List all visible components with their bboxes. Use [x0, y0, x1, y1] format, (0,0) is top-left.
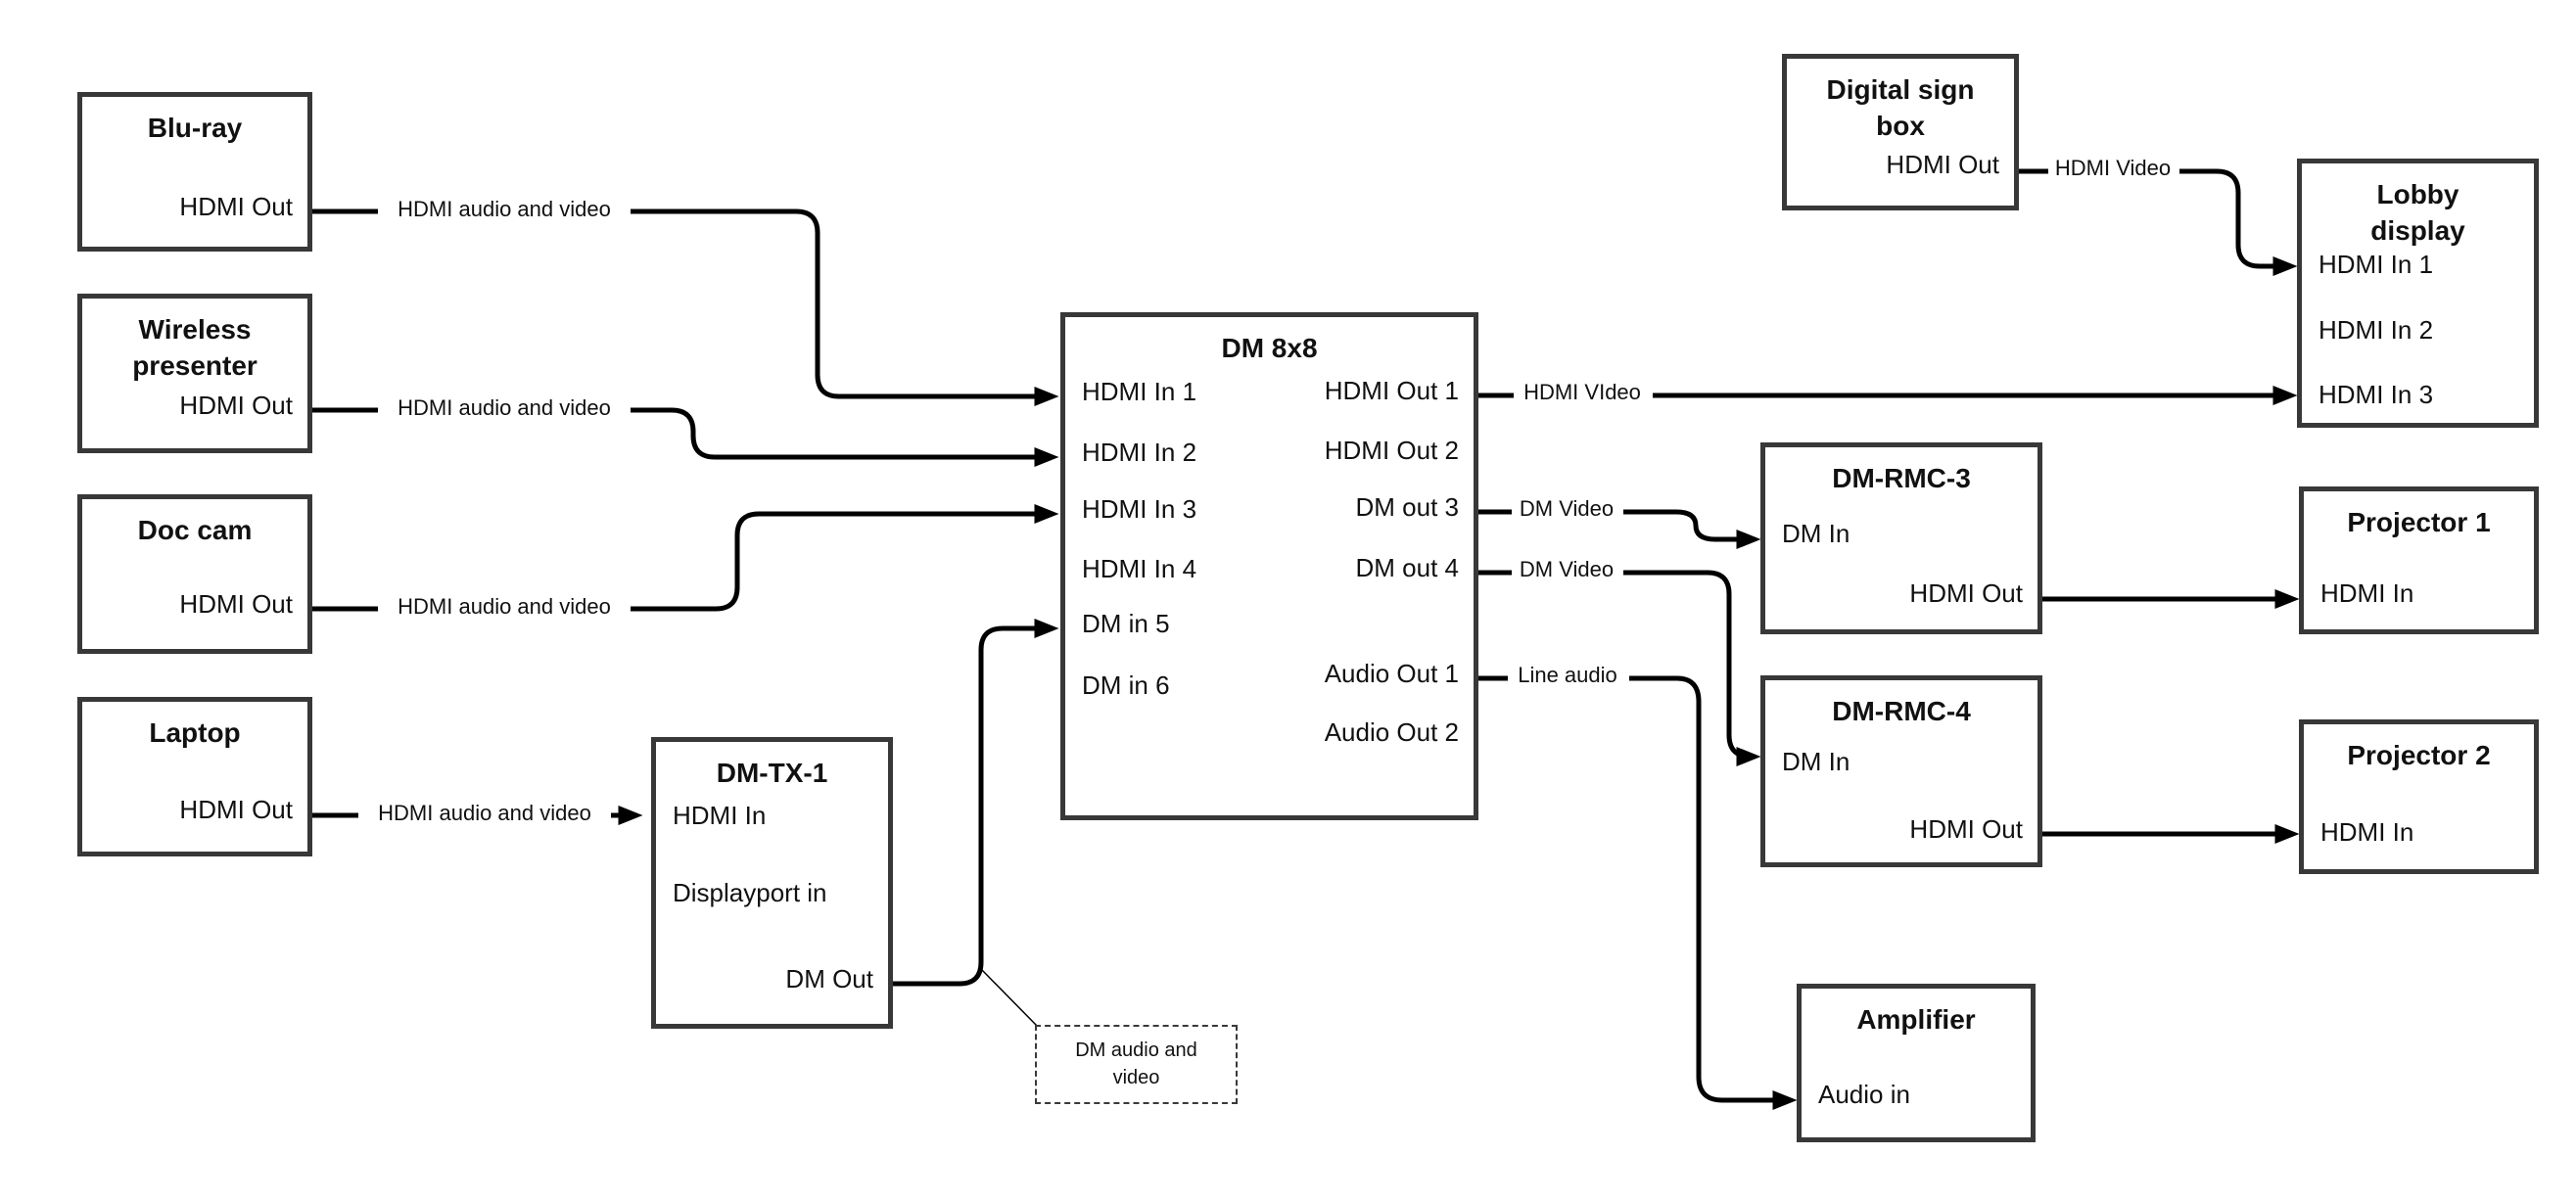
port-dm-rmc-4-hdmi-out: HDMI Out	[1909, 814, 2023, 844]
node-projector-1: Projector 1 HDMI In	[2299, 486, 2539, 634]
node-dm-rmc-4: DM-RMC-4 DM In HDMI Out	[1760, 675, 2042, 867]
connection-label-dm8x8-audio-out-1-to-amplifier: Line audio	[1518, 663, 1617, 687]
connection-label-dm8x8-dm-out-4-to-rmc4-dm-in: DM Video	[1520, 557, 1614, 581]
connection-label-digitalsign-to-lobby-hdmi-in-1: HDMI Video	[2055, 156, 2171, 180]
port-dm-8x8-dm-out-4: DM out 4	[1355, 553, 1460, 582]
port-dm-tx-1-dm-out: DM Out	[785, 964, 873, 993]
node-title-dm-rmc-3: DM-RMC-3	[1832, 463, 1971, 493]
port-dm-tx-1-hdmi-in: HDMI In	[673, 801, 767, 830]
connection-label-doccam-to-dm8x8-hdmi-in-3: HDMI audio and video	[398, 594, 611, 619]
port-bluray-hdmi-out: HDMI Out	[179, 192, 293, 221]
connection-label-laptop-to-dmtx1-hdmi-in: HDMI audio and video	[378, 801, 591, 825]
connection-wireless-to-dm8x8-hdmi-in-2	[312, 407, 1052, 457]
port-laptop-hdmi-out: HDMI Out	[179, 795, 293, 824]
node-title-dm-tx-1: DM-TX-1	[716, 758, 828, 788]
connection-dm8x8-audio-out-1-to-amplifier	[1478, 675, 1790, 1100]
connection-dmtx1-dmout-to-dm8x8-dm-in-5	[893, 619, 1059, 987]
port-dm-8x8-hdmi-out-1: HDMI Out 1	[1324, 376, 1459, 405]
port-dm-8x8-dm-in-5: DM in 5	[1082, 609, 1170, 638]
callout-leader-line	[980, 968, 1039, 1028]
port-dm-8x8-hdmi-in-2: HDMI In 2	[1082, 438, 1197, 467]
port-lobby-display-hdmi-in-3: HDMI In 3	[2318, 380, 2434, 409]
node-title-dm-rmc-4: DM-RMC-4	[1832, 696, 1971, 726]
port-digital-sign-box-hdmi-out: HDMI Out	[1886, 150, 1999, 179]
node-title-projector-1: Projector 1	[2347, 507, 2491, 537]
port-doc-cam-hdmi-out: HDMI Out	[179, 589, 293, 619]
port-dm-8x8-audio-out-1: Audio Out 1	[1324, 659, 1459, 688]
port-dm-rmc-3-dm-in: DM In	[1782, 519, 1850, 548]
node-title-dm-8x8: DM 8x8	[1221, 333, 1318, 363]
port-dm-8x8-hdmi-in-3: HDMI In 3	[1082, 494, 1197, 524]
port-dm-8x8-dm-out-3: DM out 3	[1355, 492, 1460, 522]
connection-bluray-to-dm8x8-hdmi-in-1	[312, 208, 1052, 396]
port-dm-8x8-hdmi-in-1: HDMI In 1	[1082, 377, 1197, 406]
connection-dm8x8-dm-out-4-to-rmc4-dm-in	[1478, 570, 1754, 757]
connection-digitalsign-to-lobby-hdmi-in-1	[2019, 168, 2290, 266]
port-projector-2-hdmi-in: HDMI In	[2320, 817, 2414, 847]
port-lobby-display-hdmi-in-2: HDMI In 2	[2318, 315, 2434, 345]
node-projector-2: Projector 2 HDMI In	[2299, 719, 2539, 874]
connection-label-bluray-to-dm8x8-hdmi-in-1: HDMI audio and video	[398, 197, 611, 221]
node-title-bluray: Blu-ray	[147, 113, 243, 143]
port-dm-8x8-dm-in-6: DM in 6	[1082, 670, 1170, 700]
port-projector-1-hdmi-in: HDMI In	[2320, 578, 2414, 608]
port-dm-8x8-hdmi-out-2: HDMI Out 2	[1324, 436, 1459, 465]
node-dm-rmc-3: DM-RMC-3 DM In HDMI Out	[1760, 442, 2042, 634]
port-wireless-presenter-hdmi-out: HDMI Out	[179, 391, 293, 420]
connection-label-wireless-to-dm8x8-hdmi-in-2: HDMI audio and video	[398, 395, 611, 420]
port-dm-tx-1-displayport-in: Displayport in	[673, 878, 827, 907]
connection-doccam-to-dm8x8-hdmi-in-3	[312, 514, 1052, 612]
port-dm-rmc-3-hdmi-out: HDMI Out	[1909, 578, 2023, 608]
node-title-amplifier: Amplifier	[1856, 1004, 1976, 1035]
node-title-laptop: Laptop	[149, 717, 241, 748]
port-dm-8x8-audio-out-2: Audio Out 2	[1324, 717, 1459, 747]
port-amplifier-audio-in: Audio in	[1818, 1080, 1910, 1109]
connection-dm8x8-dm-out-3-to-rmc3-dm-in	[1478, 509, 1754, 539]
port-lobby-display-hdmi-in-1: HDMI In 1	[2318, 250, 2434, 279]
port-dm-rmc-4-dm-in: DM In	[1782, 747, 1850, 776]
connection-label-dm8x8-hdmi-out-1-to-lobby-hdmi-in-3: HDMI VIdeo	[1523, 380, 1641, 404]
connection-label-dm8x8-dm-out-3-to-rmc3-dm-in: DM Video	[1520, 496, 1614, 521]
node-title-doc-cam: Doc cam	[137, 515, 253, 545]
port-dm-8x8-hdmi-in-4: HDMI In 4	[1082, 554, 1197, 583]
node-title-projector-2: Projector 2	[2347, 740, 2491, 770]
